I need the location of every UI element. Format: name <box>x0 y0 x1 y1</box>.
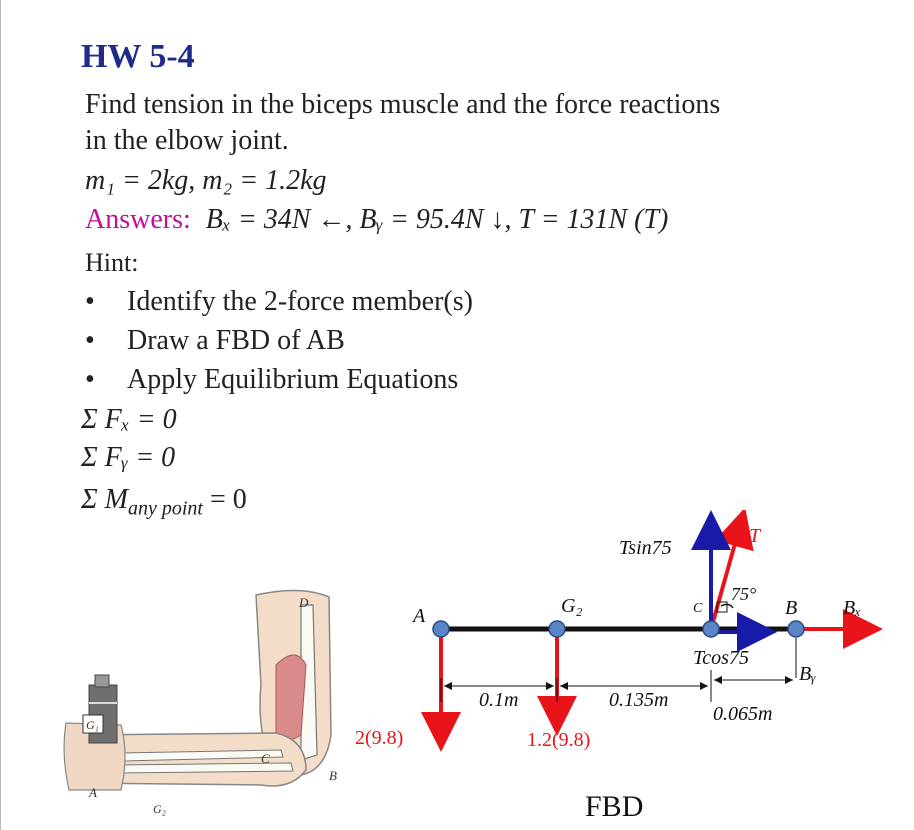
problem-line-1: Find tension in the biceps muscle and th… <box>85 89 721 120</box>
answers-value: Bₓ = 34N ←, Bᵧ = 95.4N ↓, T = 131N (T) <box>205 204 669 235</box>
hint-label: Hint: <box>85 248 139 277</box>
spray-can-cap <box>94 674 110 688</box>
page-title: HW 5-4 <box>81 38 195 75</box>
arm-label-g2: G₂ <box>153 802 166 816</box>
right-angle-mark <box>716 601 728 613</box>
hint-text: Apply Equilibrium Equations <box>127 364 459 395</box>
fbd-dim-1: 0.1m <box>479 689 518 711</box>
biceps-muscle <box>275 654 307 741</box>
answers-label: Answers: <box>85 204 191 235</box>
arm-label-b: B <box>329 768 337 783</box>
moment-symbol: Σ M <box>81 484 128 515</box>
answers-line: Answers: Bₓ = 34N ←, Bᵧ = 95.4N ↓, T = 1… <box>85 203 668 237</box>
hint-item-1: •Identify the 2-force member(s) <box>85 286 473 317</box>
fbd-load-2: 1.2(9.8) <box>527 729 590 751</box>
equation-sum-fx: Σ Fₓ = 0 <box>81 404 177 435</box>
node-b <box>787 620 805 638</box>
fbd-load-1: 2(9.8) <box>355 727 403 749</box>
fbd-label-c: C <box>693 601 703 616</box>
fbd-label-g2: G₂ <box>561 595 582 617</box>
fbd-label-bx: Bₓ <box>843 597 861 619</box>
arm-label-a: A <box>88 785 97 800</box>
arm-illustration: D G₁ C B A G₂ <box>63 589 337 816</box>
fbd-label-t: T <box>749 525 762 547</box>
fbd-label-a: A <box>411 605 426 627</box>
fbd-angle-label: 75° <box>731 584 756 604</box>
arm-label-c: C <box>261 751 270 766</box>
node-c <box>702 620 720 638</box>
problem-line-2: in the elbow joint. <box>85 125 289 156</box>
spray-can <box>88 684 118 744</box>
fbd-dim-2: 0.135m <box>609 689 668 711</box>
fbd-label-tcos: Tcos75 <box>693 647 749 669</box>
tension-arrow <box>709 510 754 630</box>
masses-line: m₁ = 2kg, m₂ = 1.2kg <box>85 165 327 196</box>
node-g2 <box>548 620 566 638</box>
fbd-caption: FBD <box>585 790 643 823</box>
node-a <box>432 620 450 638</box>
hint-item-2: •Draw a FBD of AB <box>85 325 345 356</box>
fbd-label-tsin: Tsin75 <box>619 537 672 559</box>
arm-label-d: D <box>298 595 309 610</box>
equation-sum-m: Σ Many point = 0 <box>81 484 247 521</box>
equation-sum-fy: Σ Fᵧ = 0 <box>81 442 176 473</box>
fbd-label-b: B <box>785 597 797 619</box>
moment-rhs: = 0 <box>202 484 247 515</box>
hint-item-3: •Apply Equilibrium Equations <box>85 364 459 395</box>
angle-arc <box>720 603 734 609</box>
free-body-diagram: A G₂ C B Bₓ Bᵧ T Tsin75 Tcos75 75° 2(9.8… <box>355 510 883 823</box>
hint-text: Draw a FBD of AB <box>127 325 345 356</box>
fbd-dim-3: 0.065m <box>713 703 772 725</box>
arm-label-g1: G₁ <box>86 718 99 732</box>
fbd-label-by: Bᵧ <box>799 663 816 685</box>
moment-subscript: any point <box>127 497 203 520</box>
hint-text: Identify the 2-force member(s) <box>127 286 473 317</box>
g1-label-box <box>82 714 104 734</box>
